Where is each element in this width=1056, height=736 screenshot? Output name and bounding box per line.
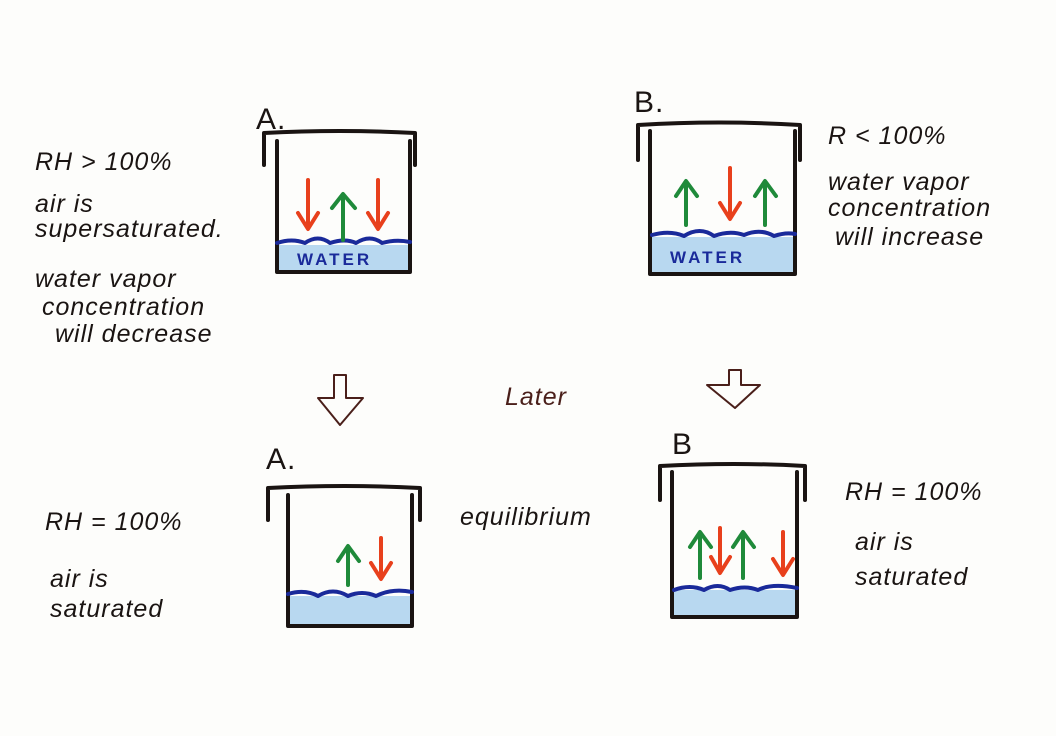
down-arrow-icon — [706, 369, 761, 409]
water-label-top-b: WATER — [670, 248, 746, 267]
note-top-a-6: will decrease — [55, 320, 213, 348]
note-top-a-3: supersaturated. — [35, 215, 224, 243]
note-top-a-5: concentration — [42, 293, 206, 321]
label-bottom-a: A. — [266, 443, 297, 476]
arrow-down-icon — [718, 166, 742, 221]
note-bottom-b-2: air is — [855, 528, 914, 556]
arrow-up-icon — [336, 544, 361, 587]
arrow-up-icon — [330, 192, 357, 242]
note-top-b-4: will increase — [835, 223, 985, 251]
later-label: Later — [505, 383, 567, 411]
note-top-b-2: water vapor — [828, 168, 970, 196]
arrow-up-icon — [688, 530, 713, 580]
container-bottom-a — [266, 484, 422, 628]
container-bottom-b — [658, 462, 807, 619]
equilibrium-label: equilibrium — [460, 503, 592, 531]
label-top-b: B. — [634, 86, 665, 119]
down-arrow-icon — [317, 374, 364, 426]
note-top-b-1: R < 100% — [828, 122, 947, 150]
container-top-b — [636, 120, 802, 276]
note-top-a-2: air is — [35, 190, 94, 218]
note-bottom-b-1: RH = 100% — [845, 478, 983, 506]
arrow-up-icon — [731, 530, 756, 580]
arrow-down-icon — [369, 536, 393, 581]
note-bottom-a-2: air is — [50, 565, 109, 593]
water-label-top-a: WATER — [297, 250, 373, 269]
label-top-a: A. — [256, 103, 287, 136]
arrow-down-icon — [709, 526, 732, 575]
note-bottom-a-3: saturated — [50, 595, 164, 623]
note-top-b-3: concentration — [828, 194, 992, 222]
arrow-down-icon — [296, 178, 320, 231]
container-top-a — [262, 129, 417, 274]
arrow-up-icon — [674, 179, 699, 227]
note-top-a-1: RH > 100% — [35, 148, 173, 176]
note-bottom-b-3: saturated — [855, 563, 969, 591]
label-bottom-b: B — [672, 428, 694, 461]
arrow-down-icon — [366, 178, 390, 231]
note-top-a-4: water vapor — [35, 265, 177, 293]
note-bottom-a-1: RH = 100% — [45, 508, 183, 536]
arrow-down-icon — [771, 530, 795, 577]
arrow-up-icon — [753, 179, 778, 227]
